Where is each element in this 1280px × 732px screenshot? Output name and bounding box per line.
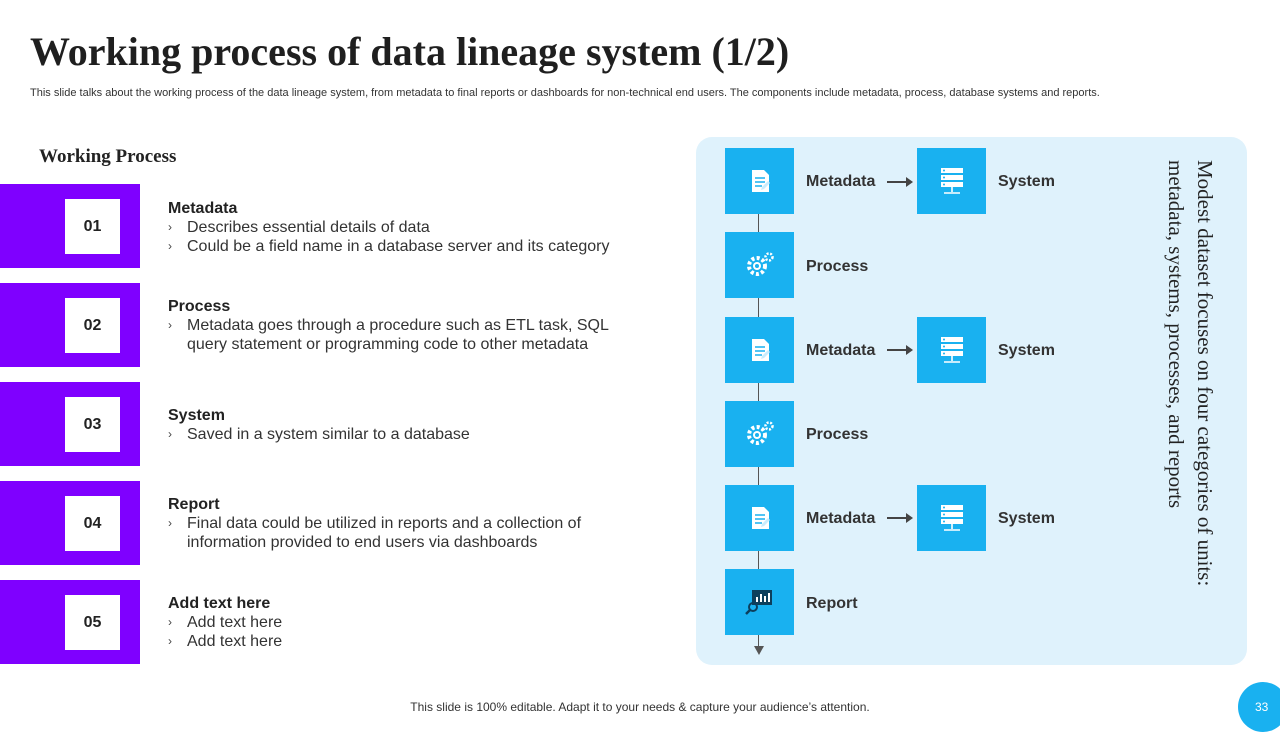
chevron-right-icon: ›: [168, 516, 172, 530]
step-title: Add text here: [168, 595, 271, 612]
flow-node-label: System: [998, 342, 1055, 359]
step-bullet: ›Describes essential details of data: [168, 219, 430, 236]
step-bullet: ›Add text here: [168, 614, 283, 631]
document-icon: [725, 148, 794, 214]
section-heading: Working Process: [39, 146, 177, 167]
flow-node-label: Metadata: [806, 173, 876, 190]
flow-side-text: Modest dataset focuses on four categorie…: [1164, 160, 1217, 587]
step-bullet: ›Could be a field name in a database ser…: [168, 238, 610, 255]
step-block-05: 05: [0, 580, 140, 664]
step-number: 02: [65, 298, 120, 353]
step-block-02: 02: [0, 283, 140, 367]
flow-node-label: Process: [806, 258, 869, 275]
chevron-right-icon: ›: [168, 220, 172, 234]
gear-icon: [725, 401, 794, 467]
step-title: Report: [168, 496, 220, 513]
page-title: Working process of data lineage system (…: [30, 29, 790, 74]
server-icon: [917, 317, 986, 383]
flow-node-label: Process: [806, 426, 869, 443]
flow-node-label: Metadata: [806, 510, 876, 527]
document-icon: [725, 485, 794, 551]
page-number-badge: 33: [1238, 682, 1280, 732]
flow-arrow: [887, 513, 913, 523]
flow-end-arrow: [754, 646, 764, 655]
chevron-right-icon: ›: [168, 427, 172, 441]
page-number: 33: [1255, 700, 1269, 714]
gear-icon: [725, 232, 794, 298]
chevron-right-icon: ›: [168, 634, 172, 648]
step-bullet: ›Metadata goes through a procedure such …: [168, 317, 609, 353]
step-text-04: Report ›Final data could be utilized in …: [168, 495, 638, 552]
server-icon: [917, 148, 986, 214]
step-bullet: ›Add text here: [168, 633, 283, 650]
step-text-03: System ›Saved in a system similar to a d…: [168, 406, 638, 444]
flow-arrow: [887, 177, 913, 187]
flow-node-label: Report: [806, 595, 858, 612]
chevron-right-icon: ›: [168, 318, 172, 332]
step-number: 03: [65, 397, 120, 452]
step-number: 04: [65, 496, 120, 551]
step-number: 01: [65, 199, 120, 254]
flow-arrow: [887, 345, 913, 355]
step-bullet: ›Saved in a system similar to a database: [168, 426, 470, 443]
step-block-04: 04: [0, 481, 140, 565]
footer-note: This slide is 100% editable. Adapt it to…: [410, 700, 870, 714]
document-icon: [725, 317, 794, 383]
flow-node-label: System: [998, 173, 1055, 190]
server-icon: [917, 485, 986, 551]
flow-node-label: Metadata: [806, 342, 876, 359]
step-number: 05: [65, 595, 120, 650]
step-text-02: Process ›Metadata goes through a procedu…: [168, 297, 638, 354]
chevron-right-icon: ›: [168, 239, 172, 253]
report-search-icon: [725, 569, 794, 635]
page-subtitle: This slide talks about the working proce…: [30, 87, 1100, 99]
step-text-05: Add text here ›Add text here ›Add text h…: [168, 594, 638, 651]
flow-node-label: System: [998, 510, 1055, 527]
step-block-03: 03: [0, 382, 140, 466]
step-text-01: Metadata ›Describes essential details of…: [168, 199, 638, 256]
step-title: Process: [168, 298, 231, 315]
step-bullet: ›Final data could be utilized in reports…: [168, 515, 582, 551]
step-title: Metadata: [168, 200, 238, 217]
step-title: System: [168, 407, 225, 424]
step-block-01: 01: [0, 184, 140, 268]
chevron-right-icon: ›: [168, 615, 172, 629]
